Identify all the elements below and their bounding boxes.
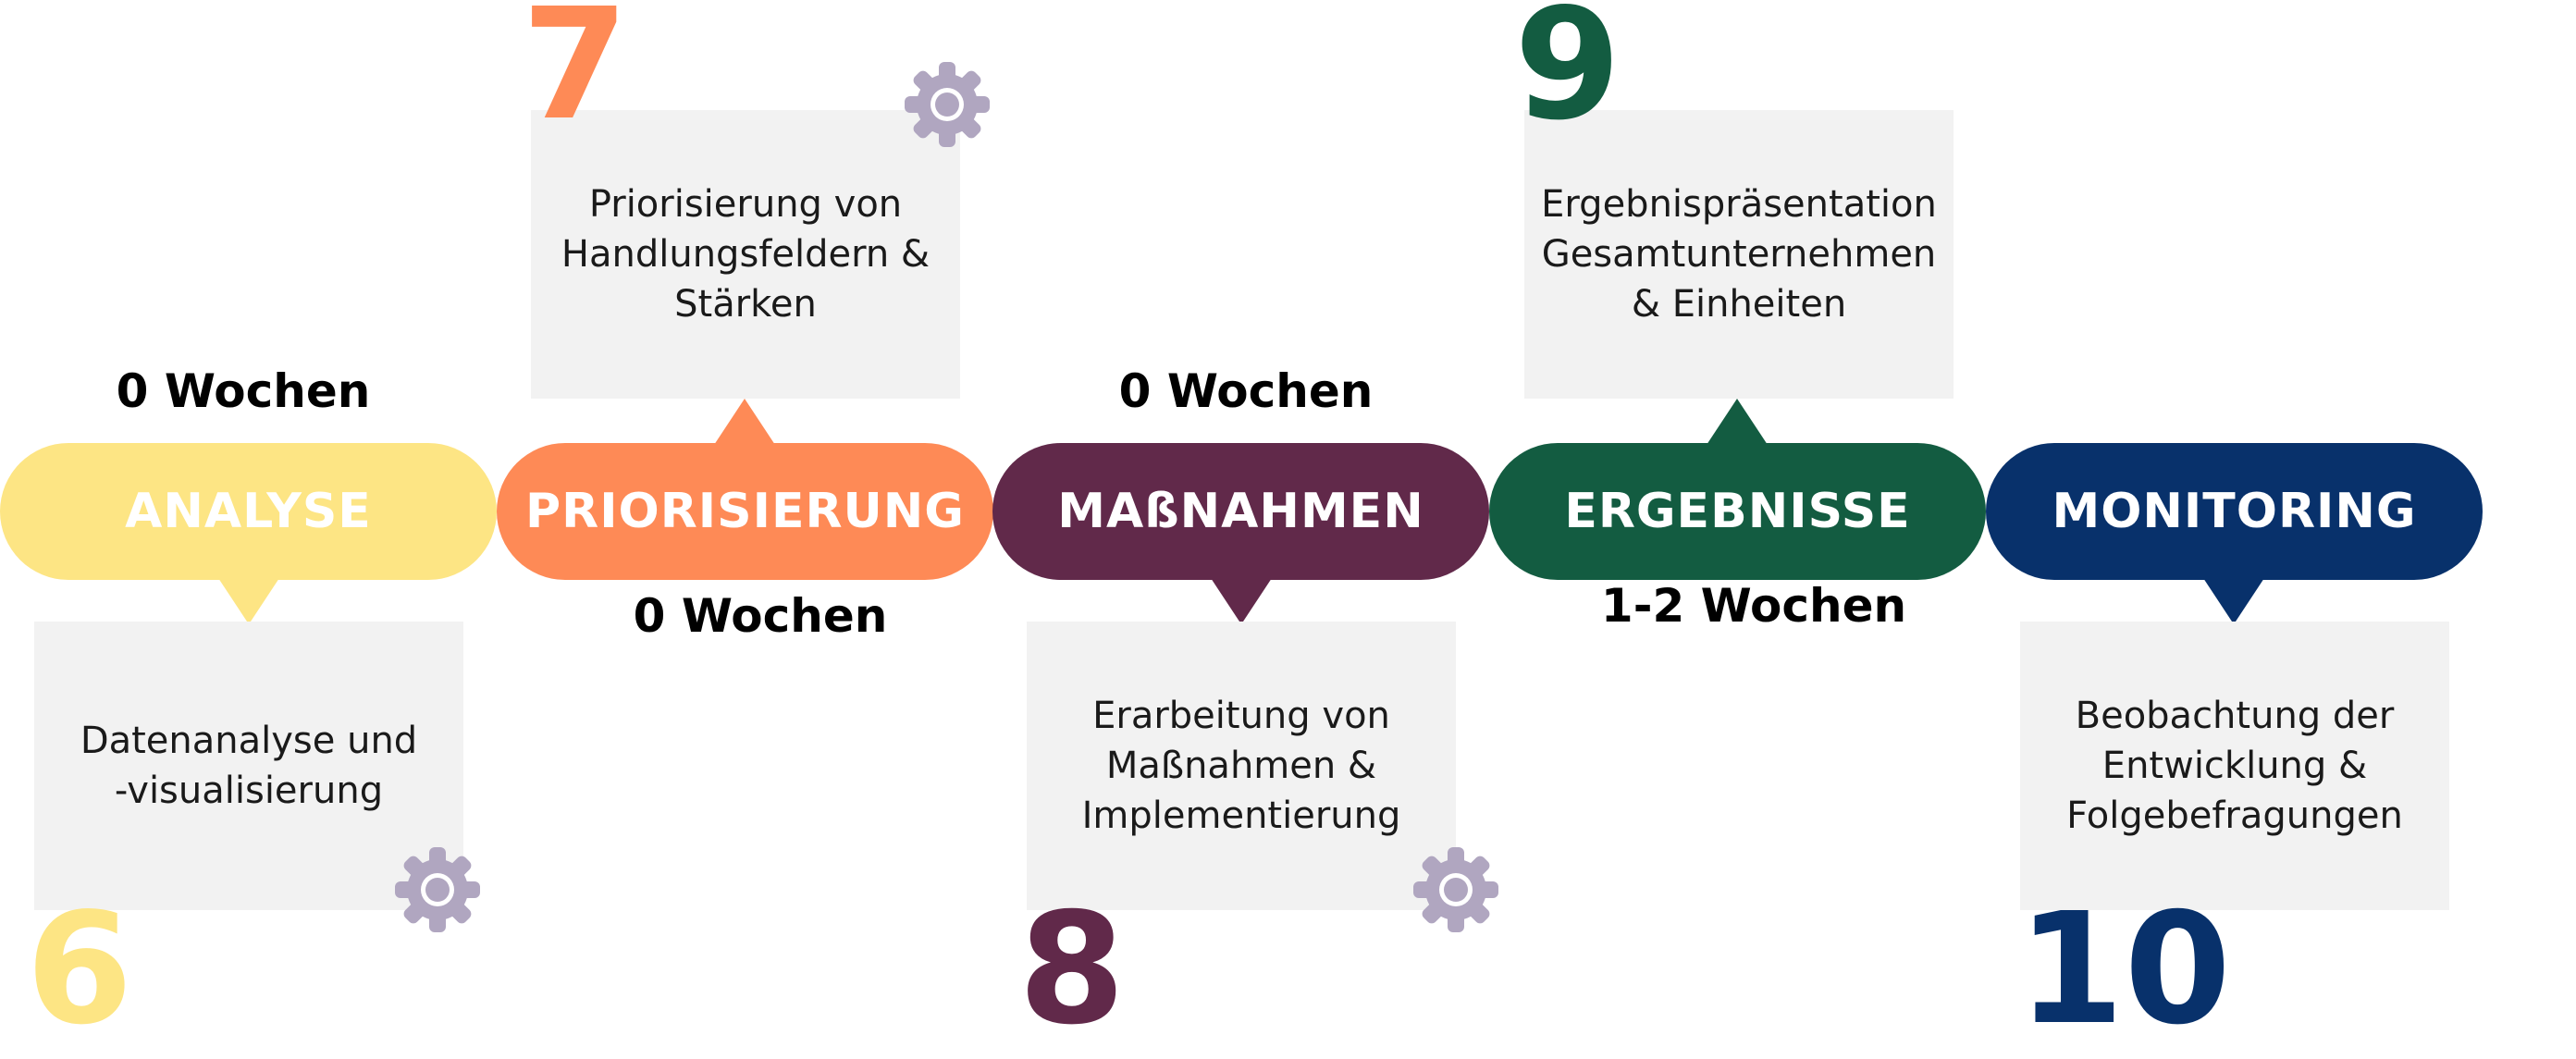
phase-pill-analyse: ANALYSE (0, 443, 497, 580)
phase-pill-priorisierung: PRIORISIERUNG (497, 443, 993, 580)
phase-label-ergebnisse: ERGEBNISSE (1564, 484, 1911, 539)
phase-label-massnahmen: MAßNAHMEN (1057, 484, 1424, 539)
description-box-priorisierung: Priorisierung von Handlungsfeldern & Stä… (531, 110, 960, 399)
pointer-massnahmen (1211, 578, 1272, 624)
phase-label-priorisierung: PRIORISIERUNG (525, 484, 965, 539)
gear-icon (1413, 847, 1498, 932)
phase-pill-massnahmen: MAßNAHMEN (992, 443, 1489, 580)
duration-ergebnisse: 1-2 Wochen (1600, 579, 1907, 633)
phase-pill-monitoring: MONITORING (1986, 443, 2483, 580)
pointer-priorisierung (714, 399, 775, 445)
pointer-analyse (218, 578, 279, 624)
phase-label-analyse: ANALYSE (125, 484, 372, 539)
description-box-massnahmen: Erarbeitung von Maßnahmen & Implementier… (1027, 622, 1456, 910)
description-massnahmen: Erarbeitung von Maßnahmen & Implementier… (1081, 695, 1401, 837)
duration-priorisierung: 0 Wochen (633, 589, 888, 643)
description-priorisierung: Priorisierung von Handlungsfeldern & Stä… (561, 183, 931, 326)
phase-label-monitoring: MONITORING (2052, 484, 2417, 539)
description-box-analyse: Datenanalyse und -visualisierung (34, 622, 463, 910)
step-number-7: 7 (522, 0, 629, 154)
phase-pill-ergebnisse: ERGEBNISSE (1489, 443, 1986, 580)
duration-analyse: 0 Wochen (116, 364, 371, 418)
description-box-ergebnisse: Ergebnispräsentation Gesamtunternehmen &… (1524, 110, 1954, 399)
description-box-monitoring: Beobachtung der Entwicklung & Folgebefra… (2020, 622, 2449, 910)
description-analyse: Datenanalyse und -visualisierung (80, 720, 418, 812)
description-monitoring: Beobachtung der Entwicklung & Folgebefra… (2066, 695, 2403, 837)
gear-icon (905, 62, 990, 147)
gear-icon (395, 847, 480, 932)
step-number-10: 10 (2017, 880, 2232, 1059)
pointer-ergebnisse (1707, 399, 1768, 445)
description-ergebnisse: Ergebnispräsentation Gesamtunternehmen &… (1541, 183, 1937, 326)
duration-massnahmen: 0 Wochen (1118, 364, 1374, 418)
step-number-9: 9 (1514, 0, 1621, 154)
pointer-monitoring (2203, 578, 2264, 624)
step-number-6: 6 (26, 880, 133, 1059)
step-number-8: 8 (1018, 880, 1126, 1059)
